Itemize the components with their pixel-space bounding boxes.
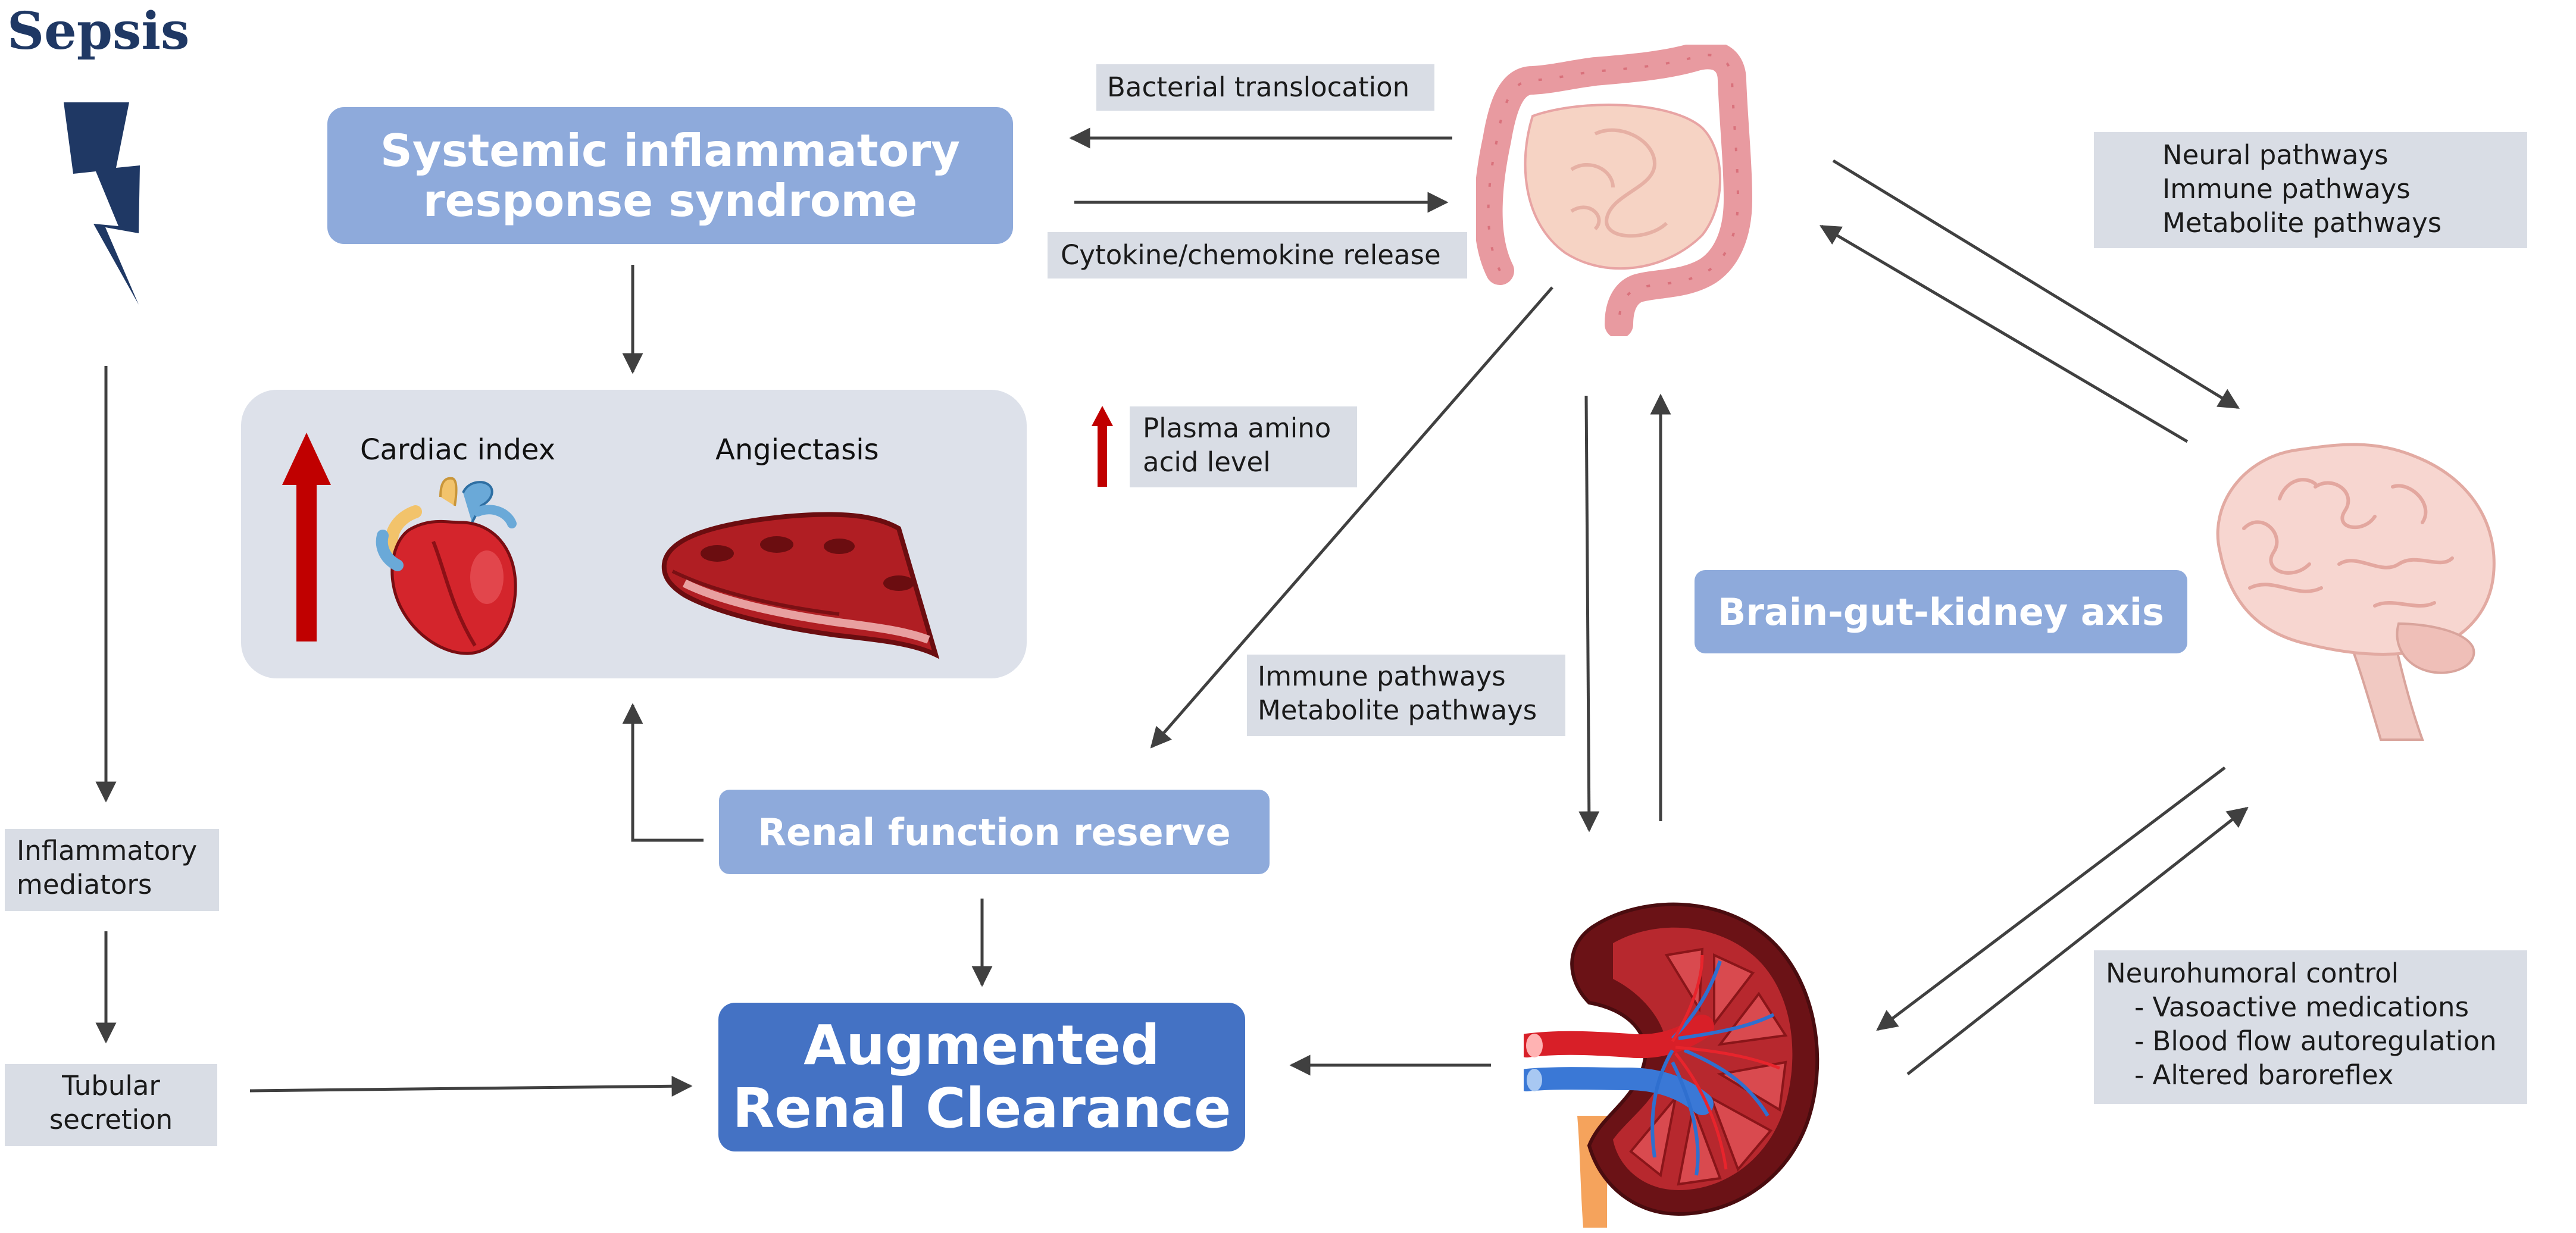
- angiectasis-label: Angiectasis: [715, 433, 879, 467]
- sirs-line-1: Systemic inflammatory: [380, 124, 961, 177]
- lightning-bolt-icon: [64, 102, 140, 305]
- arc-line-2: Renal Clearance: [732, 1076, 1231, 1140]
- neurohumoral-item: - Altered baroreflex: [2134, 1059, 2394, 1091]
- arc-line-1: Augmented: [804, 1013, 1160, 1078]
- arrow-brain-to-gut: [1819, 224, 2189, 443]
- gut-kidney-pathways-label: Immune pathways Metabolite pathways: [1247, 655, 1565, 736]
- augmented-renal-clearance-box: Augmented Renal Clearance: [718, 1003, 1245, 1151]
- arrow-kidney-to-brain: [1906, 806, 2249, 1075]
- arrow-tubular-to-arc: [249, 1075, 693, 1097]
- heart-icon: [376, 477, 517, 655]
- sirs-box: Systemic inflammatory response syndrome: [327, 107, 1013, 244]
- kidney-icon: [1524, 902, 1820, 1228]
- brain-icon: [2216, 443, 2496, 741]
- neurohumoral-control-label: Neurohumoral control - Vasoactive medica…: [2094, 950, 2527, 1104]
- cytokine-release-label: Cytokine/chemokine release: [1048, 232, 1467, 278]
- neural-pathways-text: Neural pathways: [2162, 139, 2389, 171]
- brain-pathways-label: Neural pathways Immune pathways Metaboli…: [2094, 132, 2527, 248]
- arrow-gut-to-kidney: [1578, 395, 1600, 833]
- arrow-brain-to-kidney: [1876, 766, 2226, 1031]
- neurohumoral-item: - Vasoactive medications: [2134, 991, 2469, 1024]
- metabolite-pathways-text: Metabolite pathways: [2162, 207, 2442, 239]
- immune-pathways-text: Immune pathways: [2162, 173, 2411, 205]
- inflammatory-mediators-label: Inflammatory mediators: [5, 829, 219, 911]
- cardiac-index-label: Cardiac index: [360, 433, 556, 467]
- neurohumoral-title: Neurohumoral control: [2106, 957, 2399, 989]
- cardiac-index-up-arrow-icon: [282, 433, 331, 641]
- arrow-gut-to-reserve: [1150, 286, 1553, 749]
- plasma-amino-acid-label: Plasma amino acid level: [1130, 406, 1357, 487]
- brain-gut-kidney-axis-box: Brain-gut-kidney axis: [1695, 570, 2187, 653]
- arrow-reserve-to-hemodynamics: [622, 703, 704, 842]
- bacterial-translocation-label: Bacterial translocation: [1096, 64, 1434, 111]
- sepsis-title: Sepsis: [7, 1, 190, 61]
- intestine-icon: [1476, 45, 1752, 336]
- arrow-gut-to-brain: [1832, 159, 2240, 409]
- neurohumoral-item: - Blood flow autoregulation: [2134, 1025, 2497, 1057]
- plasma-up-arrow-icon: [1092, 406, 1113, 487]
- tubular-secretion-label: Tubular secretion: [5, 1064, 217, 1146]
- sirs-line-2: response syndrome: [423, 174, 918, 227]
- renal-function-reserve-box: Renal function reserve: [719, 790, 1270, 874]
- blood-vessel-icon: [661, 512, 940, 659]
